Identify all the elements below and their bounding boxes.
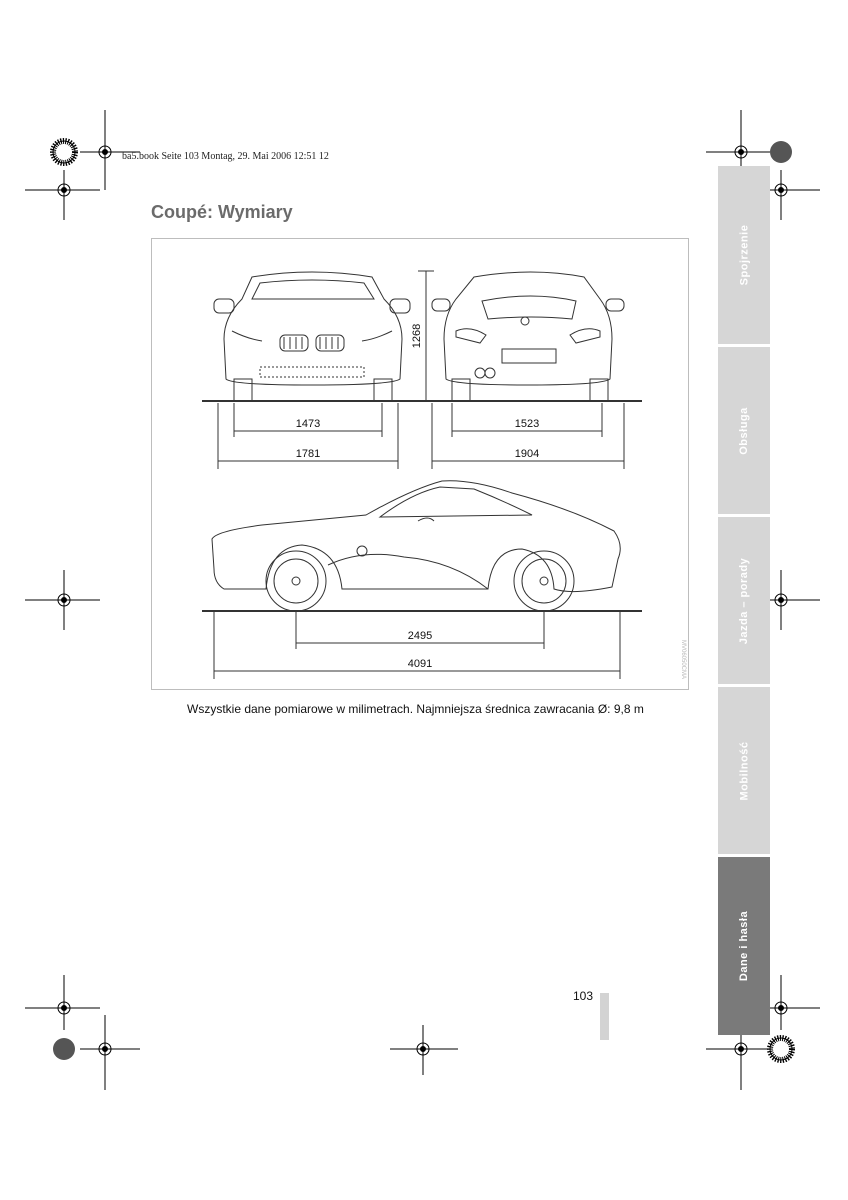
- tab-dane-i-hasla[interactable]: Dane i hasła: [718, 857, 770, 1035]
- front-view-car: [213, 271, 411, 402]
- dim-front-track: 1473: [296, 418, 320, 430]
- figure-caption: Wszystkie dane pomiarowe w milimetrach. …: [187, 702, 644, 716]
- dim-rear-track: 1523: [515, 418, 539, 430]
- dim-wheelbase: 2495: [408, 630, 432, 642]
- dim-height: 1268: [411, 324, 423, 348]
- tab-label: Jazda – porady: [738, 557, 751, 644]
- page-number-bar: [600, 993, 609, 1040]
- dimension-figure: 1473 1781 1268 1523 1904 2495 4091: [151, 238, 689, 690]
- tab-label: Mobilność: [738, 741, 751, 800]
- dim-width-mirrors: 1904: [515, 448, 539, 460]
- tab-label: Spojrzenie: [738, 224, 750, 286]
- tab-jazda-porady[interactable]: Jazda – porady: [718, 517, 770, 684]
- figure-code: MV06050CMA: [680, 640, 686, 680]
- car-dimension-drawing: 1473 1781 1268 1523 1904 2495 4091: [202, 270, 642, 679]
- print-header: ba5.book Seite 103 Montag, 29. Mai 2006 …: [122, 151, 329, 162]
- tab-label: Dane i hasła: [738, 910, 751, 982]
- tab-mobilnosc[interactable]: Mobilność: [718, 687, 770, 854]
- tab-spojrzenie[interactable]: Spojrzenie: [718, 166, 770, 344]
- page-title: Coupé: Wymiary: [151, 202, 293, 222]
- dim-front-width: 1781: [296, 448, 320, 460]
- side-view-car: [211, 480, 621, 612]
- dim-length: 4091: [408, 658, 432, 670]
- tab-obsluga[interactable]: Obsługa: [718, 347, 770, 514]
- tab-label: Obsługa: [737, 406, 750, 455]
- rear-view-car: [431, 271, 625, 402]
- page-number: 103: [573, 989, 594, 1003]
